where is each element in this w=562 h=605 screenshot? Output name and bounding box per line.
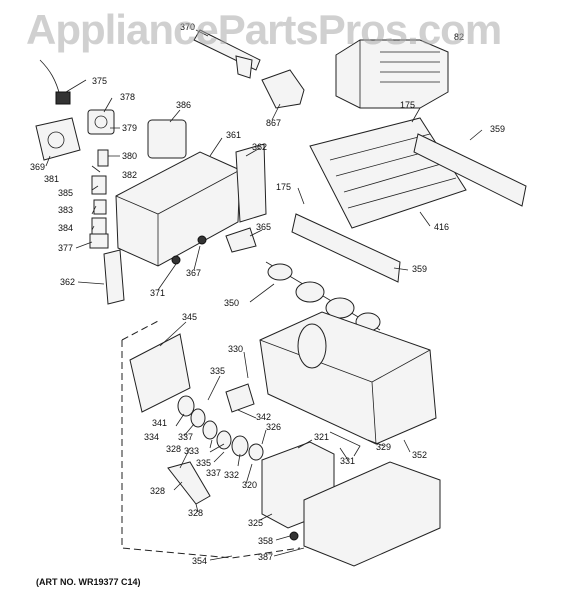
- fill-tube: [193, 29, 261, 79]
- callout-82: 82: [454, 32, 464, 42]
- callout-330: 330: [228, 344, 243, 354]
- callout-337-low: 337: [206, 468, 221, 478]
- callout-350: 350: [224, 298, 239, 308]
- callout-345: 345: [182, 312, 197, 322]
- callout-labels: 375 378 379 380 382 383 384 377 362 369 …: [30, 22, 505, 566]
- ice-maker: [335, 39, 449, 109]
- crusher-blades: [177, 395, 264, 461]
- callout-382: 382: [122, 170, 137, 180]
- callout-328-low: 328: [188, 508, 203, 518]
- callout-359-top: 359: [490, 124, 505, 134]
- callout-362-top: 362: [252, 142, 267, 152]
- rod-331: [329, 431, 361, 457]
- callout-354: 354: [192, 556, 207, 566]
- wire-harness-375: [39, 59, 71, 105]
- callout-328-top: 328: [166, 444, 181, 454]
- callout-335-low: 335: [196, 458, 211, 468]
- callout-342: 342: [256, 412, 271, 422]
- callout-361: 361: [226, 130, 241, 140]
- callout-358: 358: [258, 536, 273, 546]
- callout-326: 326: [266, 422, 281, 432]
- callout-371: 371: [150, 288, 165, 298]
- bracket-342: [225, 383, 255, 413]
- leader-lines: [45, 29, 483, 561]
- callout-331: 331: [340, 456, 355, 466]
- callout-325: 325: [248, 518, 263, 528]
- rail-359-lower: [291, 213, 401, 283]
- plate-362-left: [103, 249, 125, 305]
- art-number: (ART NO. WR19377 C14): [36, 577, 141, 587]
- callout-375: 375: [92, 76, 107, 86]
- callout-335-top: 335: [210, 366, 225, 376]
- callout-332: 332: [224, 470, 239, 480]
- callout-321: 321: [314, 432, 329, 442]
- bracket-867: [261, 69, 305, 109]
- auger-350: [265, 261, 381, 332]
- callout-362-left: 362: [60, 277, 75, 287]
- lever-328: [167, 461, 211, 505]
- callout-175-top: 175: [400, 100, 415, 110]
- callout-380: 380: [122, 151, 137, 161]
- assembly-outline: [121, 319, 301, 559]
- callout-365: 365: [256, 222, 271, 232]
- callout-867: 867: [266, 118, 281, 128]
- ice-bucket-352: [259, 311, 437, 445]
- callout-337-top: 337: [178, 432, 193, 442]
- callout-175-mid: 175: [276, 182, 291, 192]
- callout-328-left: 328: [150, 486, 165, 496]
- cover-387: [303, 461, 441, 567]
- motor-369: [35, 117, 81, 161]
- screw-358: [289, 531, 299, 541]
- callout-352: 352: [412, 450, 427, 460]
- callout-329: 329: [376, 442, 391, 452]
- callout-341: 341: [152, 418, 167, 428]
- callout-369: 369: [30, 162, 45, 172]
- callout-385: 385: [58, 188, 73, 198]
- callout-387: 387: [258, 552, 273, 562]
- callout-377: 377: [58, 243, 73, 253]
- callout-383: 383: [58, 205, 73, 215]
- watermark: AppliancePartsPros.com: [26, 6, 502, 53]
- small-parts: [89, 149, 109, 249]
- plate-362-top: [235, 143, 267, 223]
- callout-333: 333: [184, 446, 199, 456]
- callout-379: 379: [122, 123, 137, 133]
- housing-361: [115, 151, 241, 267]
- callout-416: 416: [434, 222, 449, 232]
- screws: [171, 235, 207, 265]
- clip-365: [225, 227, 257, 253]
- callout-367: 367: [186, 268, 201, 278]
- callout-359-mid: 359: [412, 264, 427, 274]
- callout-378: 378: [120, 92, 135, 102]
- callout-320: 320: [242, 480, 257, 490]
- rail-359-upper: [413, 133, 527, 207]
- callout-384: 384: [58, 223, 73, 233]
- callout-386: 386: [176, 100, 191, 110]
- callout-334: 334: [144, 432, 159, 442]
- shelf-416: [309, 117, 467, 229]
- callout-381: 381: [44, 174, 59, 184]
- solenoid-378: [87, 109, 115, 135]
- relay-386: [147, 119, 187, 159]
- callout-370: 370: [180, 22, 195, 32]
